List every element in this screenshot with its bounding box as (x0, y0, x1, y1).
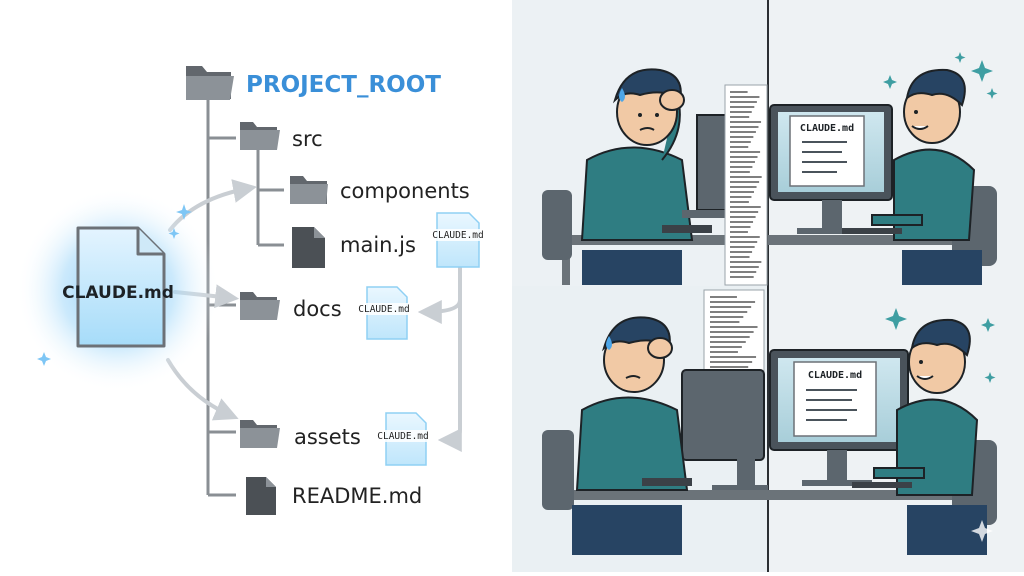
claude-badge-main-js: CLAUDE.md (426, 212, 490, 268)
folder-tree-diagram: PROJECT_ROOT src components main.js CLAU… (16, 66, 490, 515)
monitor-top-left (682, 114, 732, 218)
claude-md-file-icon (76, 226, 166, 348)
sparkle-icons-bottom-right (885, 308, 996, 383)
claude-md-label: CLAUDE.md (62, 283, 174, 303)
happy-developer-bottom (768, 318, 997, 555)
badge-label-assets: CLAUDE.md (377, 431, 428, 442)
tree-item-assets: assets (294, 425, 361, 449)
folder-icon-docs (240, 292, 280, 320)
folder-icon-components (290, 176, 328, 204)
folder-icon-assets (240, 420, 280, 448)
badge-label-docs: CLAUDE.md (358, 304, 409, 315)
stressed-developer-top (542, 68, 758, 285)
comic-panel: CLAUDE.md (512, 0, 1024, 572)
long-document-scroll-icon-bottom (703, 289, 765, 376)
screen-title-bottom-right: CLAUDE.md (808, 370, 862, 381)
screen-title-top-right: CLAUDE.md (800, 123, 854, 134)
file-icon-readme (246, 477, 276, 515)
screen-list-lines-bottom (806, 389, 857, 421)
tree-item-main-js: main.js (340, 233, 416, 257)
root-folder-icon (186, 66, 234, 100)
folder-tree-panel: PROJECT_ROOT src components main.js CLAU… (0, 0, 512, 572)
file-icon-main-js (292, 227, 325, 268)
comic-illustration: CLAUDE.md (512, 0, 1024, 572)
screen-list-lines-top (802, 141, 847, 173)
monitor-top-right: CLAUDE.md (769, 104, 893, 234)
stressed-developer-bottom (542, 316, 768, 555)
folder-icon-src (240, 122, 280, 150)
tree-item-components: components (340, 179, 470, 203)
badge-label-main-js: CLAUDE.md (432, 230, 483, 241)
sparkle-icons-top-right (883, 52, 998, 99)
claude-badge-docs: CLAUDE.md (352, 286, 416, 340)
corner-sparkle-icon (971, 520, 993, 542)
monitor-bottom-right: CLAUDE.md (769, 349, 909, 486)
long-document-scroll-icon (724, 84, 768, 286)
tree-item-src: src (292, 127, 323, 151)
root-folder-label: PROJECT_ROOT (246, 72, 441, 98)
tree-item-docs: docs (293, 297, 342, 321)
claude-badge-assets: CLAUDE.md (370, 412, 436, 466)
happy-developer-top (768, 68, 997, 285)
monitor-bottom-left (681, 369, 768, 491)
sparkle-icons (37, 204, 192, 366)
tree-item-readme: README.md (292, 484, 422, 508)
